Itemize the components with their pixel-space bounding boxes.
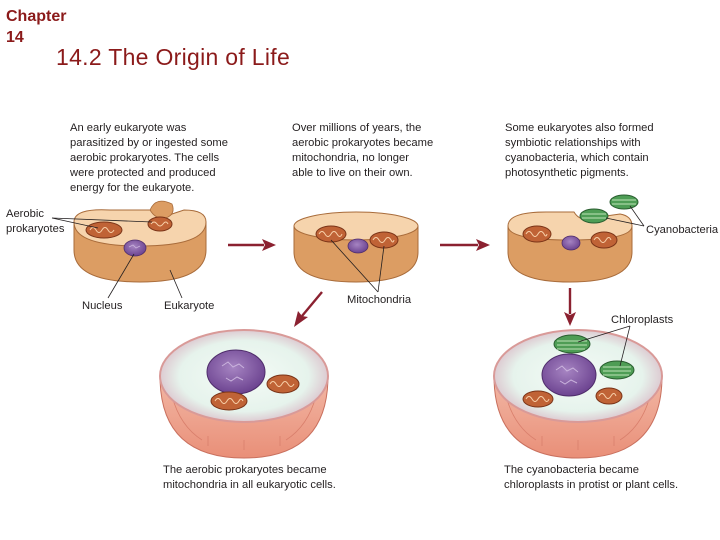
mitochondrion-cell2-a [315, 225, 347, 243]
label-eukaryote: Eukaryote [164, 300, 214, 312]
label-aerobic-prokaryotes: Aerobic prokaryotes [6, 208, 65, 235]
arrow-cell3-to-plant-cell [564, 288, 576, 326]
nucleus-1 [123, 239, 147, 257]
aerobic-prokaryote-2 [147, 216, 173, 232]
caption-step3: Some eukaryotes also formed symbiotic re… [505, 122, 657, 179]
eukaryotic-cell-with-mitochondria [159, 329, 329, 459]
cyanobacterium-b [609, 194, 639, 210]
chloroplast-b [599, 360, 635, 380]
nucleus-3 [561, 235, 581, 251]
chapter-label: Chapter 14 [6, 8, 67, 46]
mitochondrion-cell5-a [522, 390, 554, 408]
mitochondrion-cell4-a [210, 391, 248, 411]
label-lines-cell2 [330, 239, 385, 293]
slide-title: 14.2 The Origin of Life [56, 44, 291, 70]
cyanobacterium-a [579, 208, 609, 224]
caption-step1: An early eukaryote was parasitized by or… [69, 122, 231, 194]
caption-step2: Over millions of years, the aerobic prok… [292, 122, 436, 179]
nucleus-5 [541, 353, 597, 397]
label-lines-chloroplasts [577, 325, 631, 367]
mitochondrion-cell2-b [369, 231, 399, 249]
label-lines-cell3 [605, 205, 645, 227]
label-cyanobacteria: Cyanobacteria [646, 224, 719, 236]
mitochondrion-cell3-a [522, 225, 552, 243]
chloroplast-a [553, 334, 591, 354]
nucleus-4 [206, 349, 266, 395]
label-chloroplasts: Chloroplasts [611, 314, 674, 326]
arrow-cell2-to-animal-cell [294, 291, 323, 327]
arrow-cell1-to-cell2 [228, 239, 276, 251]
mitochondrion-cell3-b [590, 231, 618, 249]
arrow-cell2-to-cell3 [440, 239, 490, 251]
mitochondrion-cell5-b [595, 387, 623, 405]
label-mitochondria: Mitochondria [347, 294, 412, 306]
label-nucleus: Nucleus [82, 300, 123, 312]
caption-step4: The aerobic prokaryotes became mitochond… [163, 464, 336, 491]
label-lines-cell1 [51, 217, 183, 299]
mitochondrion-cell4-b [266, 374, 300, 394]
caption-step5: The cyanobacteria became chloroplasts in… [504, 464, 678, 491]
nucleus-2 [347, 238, 369, 254]
aerobic-prokaryote-1 [85, 221, 123, 239]
